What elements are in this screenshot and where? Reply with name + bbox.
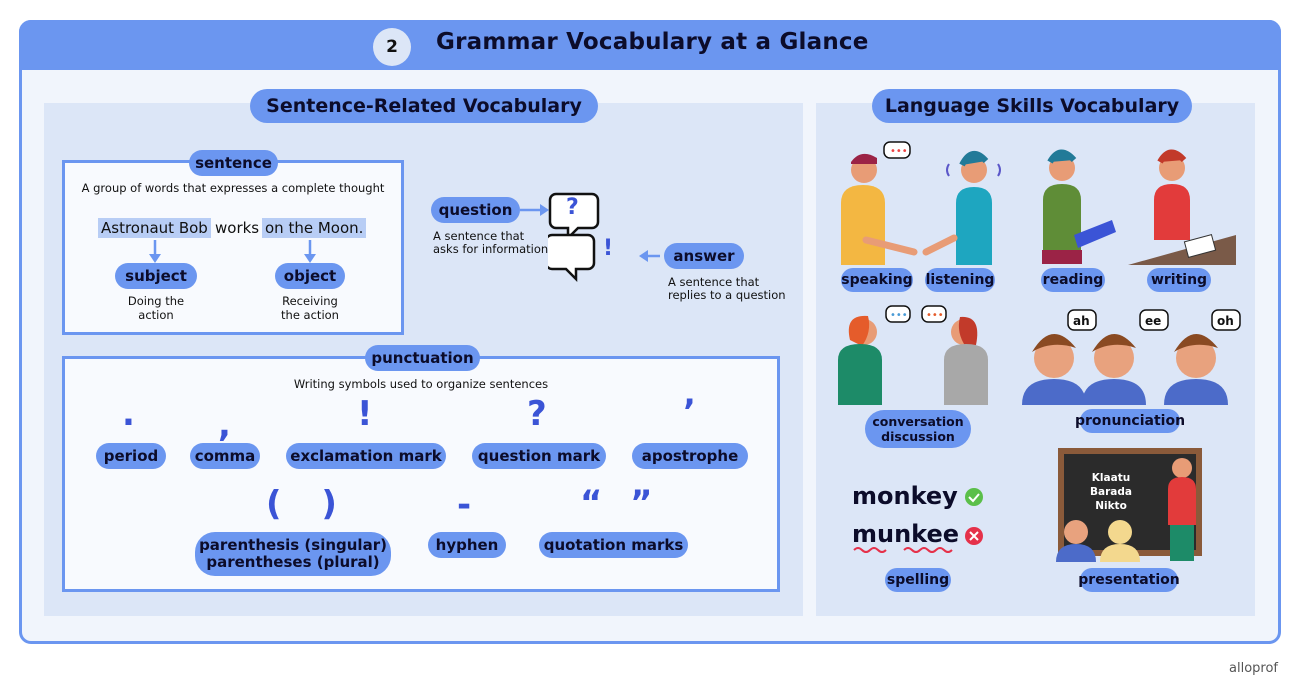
writing-label: writing (1147, 268, 1211, 292)
header-bar (19, 20, 1281, 70)
blackboard-line-2: Barada (1090, 486, 1132, 498)
sentence-vocabulary-title: Sentence-Related Vocabulary (250, 89, 598, 123)
speaking-person-icon: ••• (841, 141, 918, 265)
reading-person-icon (1042, 149, 1116, 264)
parenthesis-label: parenthesis (singular) parentheses (plur… (195, 532, 391, 576)
brand-logo: alloprof (1229, 661, 1278, 676)
spelling-label: spelling (885, 568, 951, 592)
quotation-glyph: “ ” (580, 483, 661, 523)
example-subject: Astronaut Bob (98, 218, 211, 238)
svg-text:•••: ••• (926, 310, 944, 321)
hyphen-label: hyphen (428, 532, 506, 558)
object-label: object (275, 263, 345, 289)
presentation-blackboard-icon (1056, 448, 1202, 562)
skills-illustrations: ••• ••• ••• (838, 141, 1241, 562)
answer-desc-1: A sentence that (668, 275, 760, 289)
bubble-ah: ah (1073, 314, 1090, 328)
period-glyph: . (122, 394, 135, 434)
exclamation-mark-label: exclamation mark (286, 443, 446, 469)
object-desc-2: the action (281, 308, 339, 322)
comma-glyph: , (218, 405, 231, 445)
example-verb: works (215, 219, 260, 237)
subject-desc-1: Doing the (127, 294, 185, 308)
answer-desc-2: replies to a question (668, 288, 786, 302)
blackboard-line-3: Nikto (1095, 500, 1127, 512)
sentence-definition: A group of words that expresses a comple… (81, 181, 385, 195)
subject-desc-2: action (138, 308, 174, 322)
pronunciation-label: pronunciation (1075, 409, 1185, 433)
speaking-label: speaking (841, 268, 913, 292)
question-mark-glyph: ? (527, 394, 547, 434)
spelling-marks-icon (853, 488, 983, 553)
hyphen-glyph: - (457, 485, 472, 525)
conversation-word: conversation (872, 414, 964, 429)
blackboard-line-1: Klaatu (1091, 472, 1131, 484)
punctuation-definition: Writing symbols used to organize sentenc… (293, 377, 549, 391)
listening-person-icon (922, 151, 1001, 265)
presentation-label: presentation (1078, 568, 1180, 592)
answer-glyph: ! (603, 236, 614, 261)
sentence-label: sentence (189, 150, 278, 176)
question-mark-label: question mark (472, 443, 606, 469)
question-glyph: ? (566, 195, 579, 220)
svg-text:•••: ••• (890, 310, 908, 321)
answer-label: answer (664, 243, 744, 269)
spelling-wrong: munkee (852, 520, 960, 548)
question-label: question (431, 197, 520, 223)
discussion-word: discussion (881, 429, 955, 444)
writing-person-icon (1128, 149, 1236, 265)
section-number: 2 (373, 28, 411, 66)
svg-text:•••: ••• (890, 146, 908, 157)
bubble-ee: ee (1145, 314, 1162, 328)
parenthesis-plural: parentheses (plural) (206, 553, 380, 571)
subject-label: subject (115, 263, 197, 289)
parenthesis-glyph: ( ) (266, 484, 351, 524)
reading-label: reading (1041, 268, 1105, 292)
punctuation-label: punctuation (365, 345, 480, 371)
apostrophe-glyph: ’ (683, 392, 696, 432)
question-desc-1: A sentence that (433, 229, 525, 243)
conversation-label: conversation discussion (865, 410, 971, 448)
bubble-oh: oh (1217, 314, 1234, 328)
object-desc-1: Receiving (282, 294, 338, 308)
language-skills-title: Language Skills Vocabulary (872, 89, 1192, 123)
parenthesis-singular: parenthesis (singular) (199, 536, 387, 554)
pronunciation-people-icon (1022, 309, 1241, 405)
quotation-marks-label: quotation marks (539, 532, 688, 558)
listening-label: listening (925, 268, 995, 292)
question-desc-2: asks for information (433, 242, 549, 256)
example-object: on the Moon. (262, 218, 367, 238)
comma-label: comma (190, 443, 260, 469)
apostrophe-label: apostrophe (632, 443, 748, 469)
conversation-people-icon: ••• ••• (838, 305, 988, 405)
page-title: Grammar Vocabulary at a Glance (436, 29, 869, 55)
period-label: period (96, 443, 166, 469)
exclamation-glyph: ! (357, 394, 373, 434)
spelling-correct: monkey (852, 482, 958, 510)
speech-bubbles-icon (548, 192, 600, 283)
